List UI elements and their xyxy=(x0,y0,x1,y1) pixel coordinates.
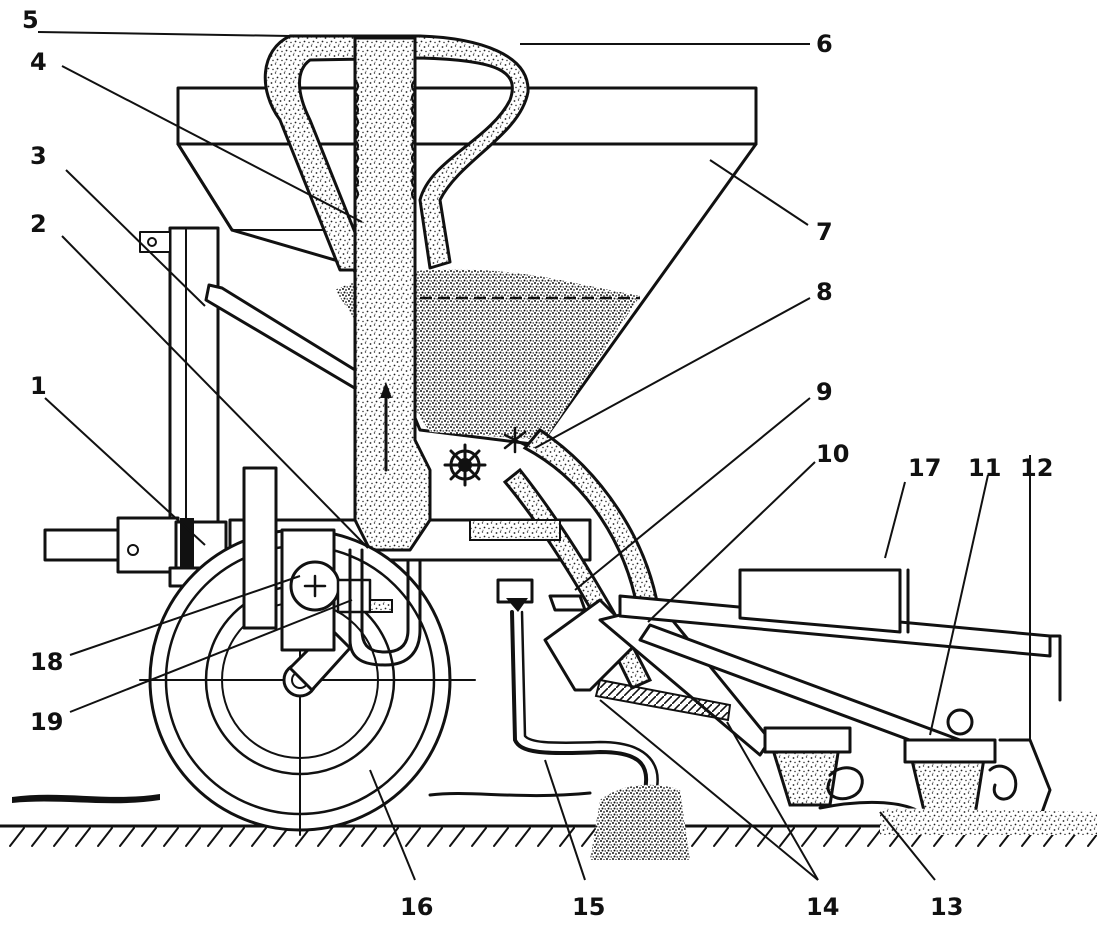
label-1: 1 xyxy=(30,372,47,400)
label-7: 7 xyxy=(816,218,833,246)
label-13: 13 xyxy=(930,893,963,921)
ground-hatch-stroke xyxy=(207,827,223,847)
ground-hatch-stroke xyxy=(163,827,179,847)
ground-hatch-stroke xyxy=(119,827,135,847)
frame-post xyxy=(168,226,220,530)
ground-hatch-stroke xyxy=(405,827,421,847)
label-18: 18 xyxy=(30,648,63,676)
rear-frame xyxy=(618,568,1062,702)
label-17: 17 xyxy=(908,454,941,482)
label-10: 10 xyxy=(816,440,849,468)
callout-labels: 5 4 3 2 1 6 7 8 9 10 17 11 12 18 19 16 1… xyxy=(22,6,1053,921)
label-19: 19 xyxy=(30,708,63,736)
ground-hatch-stroke xyxy=(251,827,267,847)
ground-hatch-stroke xyxy=(97,827,113,847)
label-15: 15 xyxy=(572,893,605,921)
ground-hatch-stroke xyxy=(141,827,157,847)
ground-hatch-stroke xyxy=(317,827,333,847)
label-9: 9 xyxy=(816,378,833,406)
hopper xyxy=(176,86,758,447)
ground-hatch-stroke xyxy=(493,827,509,847)
ground-hatch-stroke xyxy=(691,827,707,847)
rear-shoes xyxy=(763,455,1097,835)
soil-mound xyxy=(590,784,690,860)
ground-hatch-stroke xyxy=(735,827,751,847)
ground-hatch-stroke xyxy=(449,827,465,847)
ground-hatch-stroke xyxy=(427,827,443,847)
ground-hatch-stroke xyxy=(867,827,883,847)
ground-hatch-stroke xyxy=(471,827,487,847)
ground-hatch-stroke xyxy=(515,827,531,847)
flow-arrow xyxy=(380,382,392,398)
label-2: 2 xyxy=(30,210,47,238)
label-6: 6 xyxy=(816,30,833,58)
ground-hatch-stroke xyxy=(537,827,553,847)
ground-hatch-stroke xyxy=(845,827,861,847)
label-3: 3 xyxy=(30,142,47,170)
label-5: 5 xyxy=(22,6,39,34)
ground-hatch-stroke xyxy=(823,827,839,847)
blower-fan xyxy=(242,466,422,667)
ground-hatch-stroke xyxy=(185,827,201,847)
ground-hatch-stroke xyxy=(31,827,47,847)
ground-hatch-stroke xyxy=(339,827,355,847)
leader-lines xyxy=(37,31,989,881)
ground-hatch-stroke xyxy=(713,827,729,847)
ground-hatch-stroke xyxy=(801,827,817,847)
ground-hatch-stroke xyxy=(581,827,597,847)
label-11: 11 xyxy=(968,454,1001,482)
ground-hatch-stroke xyxy=(75,827,91,847)
cultivator-tine xyxy=(496,578,690,860)
label-14: 14 xyxy=(806,893,839,921)
ground-hatch-stroke xyxy=(779,827,795,847)
label-8: 8 xyxy=(816,278,833,306)
ground-hatch-stroke xyxy=(559,827,575,847)
ground-hatch-stroke xyxy=(273,827,289,847)
ground-hatch-stroke xyxy=(229,827,245,847)
label-4: 4 xyxy=(30,48,47,76)
ground-hatch-stroke xyxy=(53,827,69,847)
tool-box xyxy=(738,568,902,634)
ground-hatch-stroke xyxy=(9,827,25,847)
label-16: 16 xyxy=(400,893,433,921)
ground-hatch-stroke xyxy=(361,827,377,847)
hopper-lid xyxy=(176,86,758,146)
label-12: 12 xyxy=(1020,454,1053,482)
metering-wheel xyxy=(443,426,527,487)
ground-hatch-stroke xyxy=(1087,832,1097,847)
lift-pipe xyxy=(353,36,432,552)
